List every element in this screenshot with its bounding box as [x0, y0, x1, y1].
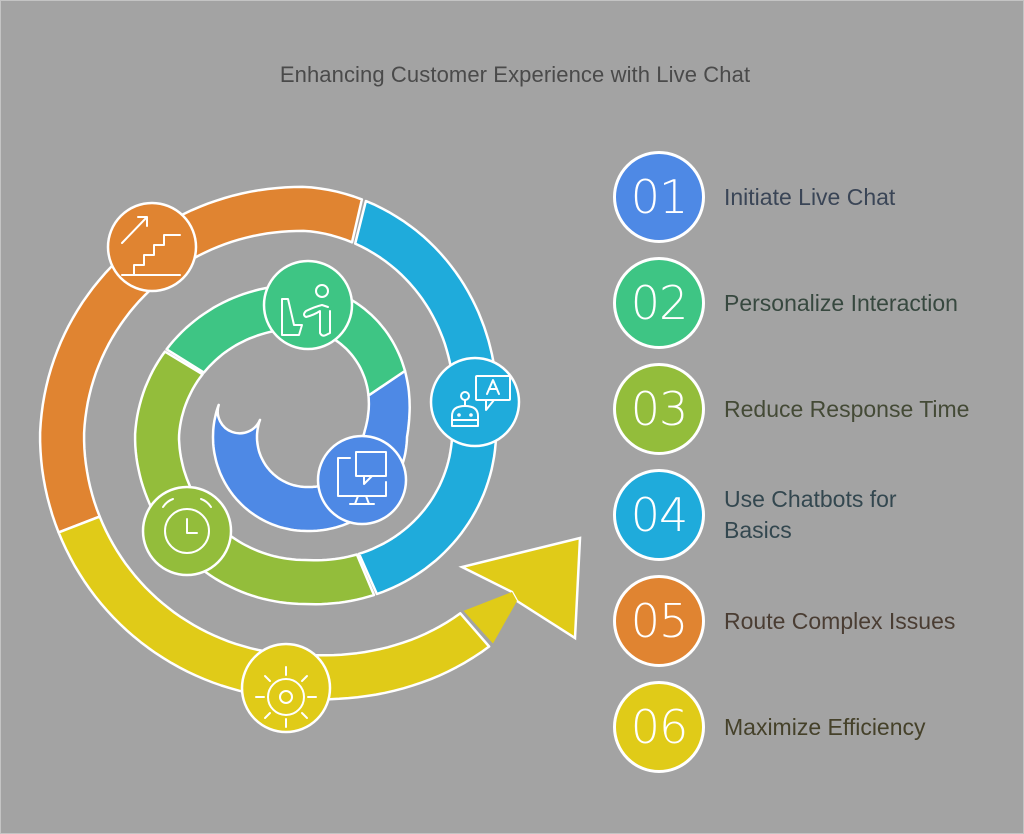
- step-item: 03 Reduce Response Time: [613, 363, 1004, 455]
- step-number-badge: 01: [613, 151, 705, 243]
- step-number-badge: 06: [613, 681, 705, 773]
- step-item: 01 Initiate Live Chat: [613, 151, 1004, 243]
- arrowhead: [458, 536, 582, 641]
- band-use-chatbots: [353, 199, 499, 596]
- clock-icon: [162, 498, 212, 554]
- monitor-chat-icon: [337, 451, 387, 505]
- person-chair-icon: [281, 284, 331, 337]
- band-maximize-efficiency: [57, 515, 491, 701]
- arrow-joint: [463, 592, 517, 644]
- step-item: 06 Maximize Efficiency: [613, 681, 1004, 773]
- step-label: Initiate Live Chat: [724, 183, 896, 210]
- step-item: 05 Route Complex Issues: [613, 575, 1004, 667]
- page-title: Enhancing Customer Experience with Live …: [279, 62, 751, 87]
- step-number-badge: 02: [613, 257, 705, 349]
- step-label: Maximize Efficiency: [724, 713, 926, 740]
- step-item: 04 Use Chatbots for Basics: [613, 469, 934, 561]
- stairs-arrow-icon: [121, 216, 181, 276]
- node-route-complex-issues: [106, 201, 198, 293]
- step-label: Route Complex Issues: [724, 607, 956, 634]
- node-maximize-efficiency: [240, 642, 332, 734]
- node-use-chatbots: [429, 356, 521, 448]
- step-number-badge: 04: [613, 469, 705, 561]
- step-label: Use Chatbots for Basics: [724, 486, 897, 543]
- step-item: 02 Personalize Interaction: [613, 257, 1004, 349]
- step-label: Reduce Response Time: [724, 395, 970, 422]
- step-label: Personalize Interaction: [724, 289, 958, 316]
- node-initiate-live-chat: [316, 434, 408, 526]
- sun-gear-icon: [255, 666, 317, 728]
- node-personalize-interaction: [262, 259, 354, 351]
- chatbot-icon: [451, 375, 511, 427]
- step-number-badge: 05: [613, 575, 705, 667]
- step-number-badge: 03: [613, 363, 705, 455]
